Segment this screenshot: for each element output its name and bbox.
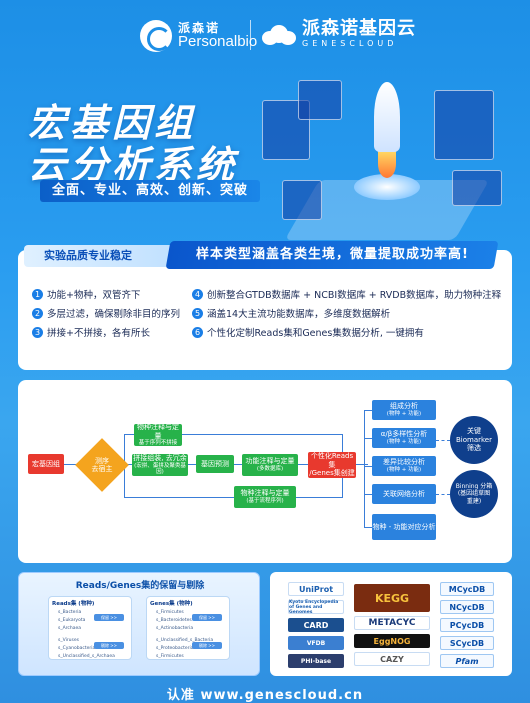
genescloud-logo: 派森诺基因云 GENESCLOUD <box>262 18 416 48</box>
db-ncycdb: NCycDB <box>440 600 494 614</box>
brand2-cn: 派森诺基因云 <box>302 18 416 39</box>
flow-analysis-species-function: 物种 - 功能对应分析 <box>372 514 436 540</box>
footer-url[interactable]: 认准 www.genescloud.cn <box>166 688 364 703</box>
flow-analysis-diversity: α/β多样性分析(物种 + 功能) <box>372 428 436 448</box>
reads-item[interactable]: s_Archaea <box>58 626 82 631</box>
flow-decision-label: 测序 去宿主 <box>91 457 113 474</box>
db-cazy: CAZY <box>354 652 430 666</box>
flow-start-metagenome: 宏基因组 <box>28 454 64 474</box>
brand2-en: GENESCLOUD <box>302 38 398 48</box>
logo-divider <box>250 20 251 50</box>
db-kegg: KEGG <box>354 584 430 612</box>
db-phi-base: PHI-base <box>288 654 344 668</box>
hero-title-line1: 宏基因组 <box>28 101 197 145</box>
db-pfam: Pfam <box>440 654 494 668</box>
flow-assembly: 拼接组装, 去冗余(宏拼、蛋拼及聚类基因) <box>132 453 188 476</box>
flow-bottom-branch: 物种注释与定量(基于流程序列) <box>234 486 296 508</box>
flow-top-branch: 物种注释与定量基于序列不拼接 <box>134 423 182 446</box>
flow-gene-prediction: 基因预测 <box>196 455 234 473</box>
reads-item[interactable]: s_Eukaryota <box>58 618 86 623</box>
db-kegg-full: Kyoto Encyclopedia of Genes and Genomes <box>288 600 344 615</box>
remove-button[interactable]: 剔除 >> <box>94 642 124 649</box>
flow-custom-sets: 个性化Reads集 /Genes集创建 <box>308 451 356 478</box>
keep-button[interactable]: 保留 >> <box>192 614 222 621</box>
genes-item[interactable]: s_Actinobacteria <box>156 626 194 631</box>
db-metacyc: METACYC <box>354 616 430 630</box>
features-tab-right: 样本类型涵盖各类生境，微量提取成功率高! <box>165 241 499 269</box>
personalbio-logo: 派森诺 Personalbio <box>140 20 257 52</box>
genes-set-title: Genes集 (物种) <box>150 601 193 607</box>
db-uniprot: UniProt <box>288 582 344 596</box>
hero-slogan: 全面、专业、高效、创新、突破 <box>40 180 260 202</box>
genes-item[interactable]: s_Firmicutes <box>156 610 184 615</box>
genes-item[interactable]: s_Bacteroidetes <box>156 618 192 623</box>
flow-analysis-network: 关联网络分析 <box>372 484 436 504</box>
genes-set-box <box>146 596 230 660</box>
db-card: CARD <box>288 618 344 632</box>
rocket-icon <box>374 82 400 152</box>
reads-set-title: Reads集 (物种) <box>52 601 95 607</box>
personalbio-logo-icon <box>140 20 172 52</box>
brand1-cn: 派森诺 <box>178 20 221 35</box>
db-pcycdb: PCycDB <box>440 618 494 632</box>
reads-item[interactable]: s_Unclassified_s_Archaea <box>58 654 115 659</box>
flow-binning: Binning 分箱 (基因组草图 重建) <box>450 470 498 518</box>
keep-button[interactable]: 保留 >> <box>94 614 124 621</box>
db-vfdb: VFDB <box>288 636 344 650</box>
db-scycdb: SCycDB <box>440 636 494 650</box>
reads-item[interactable]: s_Bacteria <box>58 610 82 615</box>
cloud-logo-icon <box>262 23 296 46</box>
db-eggnog: EggNOG <box>354 634 430 648</box>
reads-set-box <box>48 596 132 660</box>
flow-biomarker: 关键 Biomarker 筛选 <box>450 416 498 464</box>
features-card <box>18 250 512 370</box>
hero-title-line2: 云分析系统 <box>28 143 239 187</box>
flow-function-annotation: 功能注释与定量(多数据库) <box>242 454 298 476</box>
db-mcycdb: MCycDB <box>440 582 494 596</box>
features-tab-left: 实验品质专业稳定 <box>24 245 184 267</box>
brand1-en: Personalbio <box>178 33 258 51</box>
flow-analysis-differential: 差异比较分析(物种 + 功能) <box>372 456 436 476</box>
remove-button[interactable]: 剔除 >> <box>192 642 222 649</box>
flow-analysis-composition: 组成分析(物种 + 功能) <box>372 400 436 420</box>
genes-item[interactable]: s_Unclassified_s_Bacteria <box>156 638 214 643</box>
rocket-illustration <box>262 70 512 250</box>
sets-panel-title: Reads/Genes集的保留与剔除 <box>75 581 205 591</box>
reads-item[interactable]: s_Viruses <box>58 638 79 643</box>
genes-item[interactable]: s_Proteobacteria <box>156 646 194 651</box>
reads-item[interactable]: s_Cyanobacteria <box>58 646 96 651</box>
genes-item[interactable]: s_Firmicutes <box>156 654 184 659</box>
